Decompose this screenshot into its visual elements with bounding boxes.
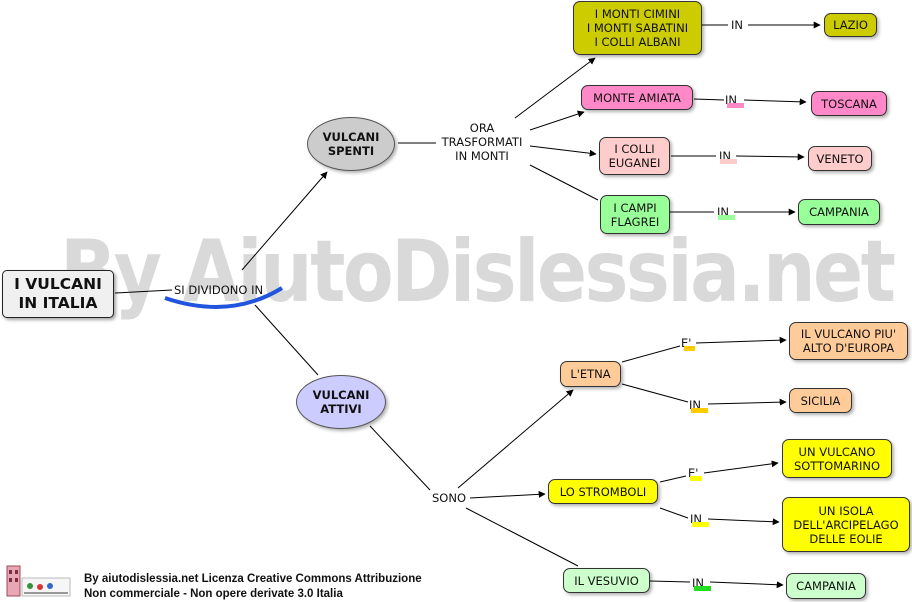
node-piu-alto[interactable]: IL VULCANO PIU' ALTO D'EUROPA bbox=[789, 322, 908, 360]
mark-e-piu-alto bbox=[684, 346, 695, 351]
node-eolie[interactable]: UN ISOLA DELL'ARCIPELAGO DELLE EOLIE bbox=[782, 497, 910, 552]
node-campania-attivi[interactable]: CAMPANIA bbox=[786, 573, 866, 599]
link-in-campania2 bbox=[709, 581, 784, 589]
label-sono: SONO bbox=[432, 491, 467, 505]
node-veneto[interactable]: VENETO bbox=[808, 146, 872, 171]
node-stromboli[interactable]: LO STROMBOLI bbox=[548, 479, 658, 504]
link-in-veneto bbox=[735, 153, 805, 161]
link-in-eolie bbox=[707, 518, 780, 526]
logo-icon bbox=[6, 565, 71, 597]
label-in-lazio: IN bbox=[731, 18, 743, 32]
link-stromboli-in bbox=[659, 507, 689, 519]
divide-arc-icon bbox=[164, 286, 284, 309]
link-sono-vesuvio bbox=[465, 507, 579, 567]
mark-e-sottomarino bbox=[690, 476, 702, 481]
node-campi-flegrei[interactable]: I CAMPI FLAGREI bbox=[600, 195, 670, 234]
node-etna[interactable]: L'ETNA bbox=[560, 361, 621, 387]
link-ora-cimini bbox=[514, 57, 596, 119]
node-lazio[interactable]: LAZIO bbox=[824, 13, 877, 37]
label-ora-trasformati: ORA TRASFORMATI IN MONTI bbox=[441, 121, 523, 163]
link-root-divide bbox=[114, 289, 173, 294]
mark-in-veneto bbox=[720, 159, 737, 164]
link-ora-amiata bbox=[529, 110, 585, 131]
mark-in-sicilia bbox=[691, 408, 708, 413]
label-e-sottomarino: E' bbox=[688, 466, 699, 480]
link-divide-spenti bbox=[241, 171, 328, 271]
credit-text: By aiutodislessia.net Licenza Creative C… bbox=[84, 572, 422, 602]
label-si-dividono: SI DIVIDONO IN bbox=[174, 283, 264, 297]
link-etna-in bbox=[621, 383, 689, 403]
mark-in-campania bbox=[718, 215, 735, 220]
link-e-sottomarino bbox=[703, 460, 779, 474]
node-monte-amiata[interactable]: MONTE AMIATA bbox=[581, 85, 693, 110]
link-in-sicilia bbox=[707, 398, 787, 406]
node-vulcani-attivi[interactable]: VULCANI ATTIVI bbox=[296, 375, 386, 429]
link-e-piu-alto bbox=[695, 336, 787, 344]
node-campania-spenti[interactable]: CAMPANIA bbox=[798, 199, 880, 225]
node-sicilia[interactable]: SICILIA bbox=[789, 388, 852, 413]
credit-line-2: Non commerciale - Non opere derivate 3.0… bbox=[84, 588, 343, 600]
link-in-toscana bbox=[743, 98, 807, 106]
link-etna-e bbox=[621, 345, 681, 363]
credit-line-1: By aiutodislessia.net Licenza Creative C… bbox=[84, 573, 422, 585]
link-vesuvio-in bbox=[649, 580, 691, 583]
mark-in-eolie bbox=[692, 522, 709, 527]
link-amiata-in bbox=[693, 98, 725, 101]
link-divide-attivi bbox=[254, 304, 319, 376]
link-ora-flegrei bbox=[529, 164, 599, 201]
mark-in-toscana bbox=[727, 103, 744, 108]
root-node[interactable]: I VULCANI IN ITALIA bbox=[2, 270, 114, 318]
link-sono-etna bbox=[457, 389, 574, 489]
label-e-piu-alto: E' bbox=[681, 336, 692, 350]
link-attivi-sono bbox=[369, 425, 431, 491]
link-sono-stromboli bbox=[469, 490, 546, 499]
link-ora-euganei bbox=[529, 145, 597, 157]
mark-in-campania-attivi bbox=[694, 586, 711, 591]
node-toscana[interactable]: TOSCANA bbox=[811, 91, 887, 116]
node-monti-cimini[interactable]: I MONTI CIMINI I MONTI SABATINI I COLLI … bbox=[573, 1, 702, 55]
node-vesuvio[interactable]: IL VESUVIO bbox=[563, 568, 650, 593]
node-sottomarino[interactable]: UN VULCANO SOTTOMARINO bbox=[782, 439, 892, 478]
node-colli-euganei[interactable]: I COLLI EUGANEI bbox=[599, 137, 670, 175]
node-vulcani-spenti[interactable]: VULCANI SPENTI bbox=[307, 117, 395, 171]
link-stromboli-e bbox=[659, 475, 687, 483]
